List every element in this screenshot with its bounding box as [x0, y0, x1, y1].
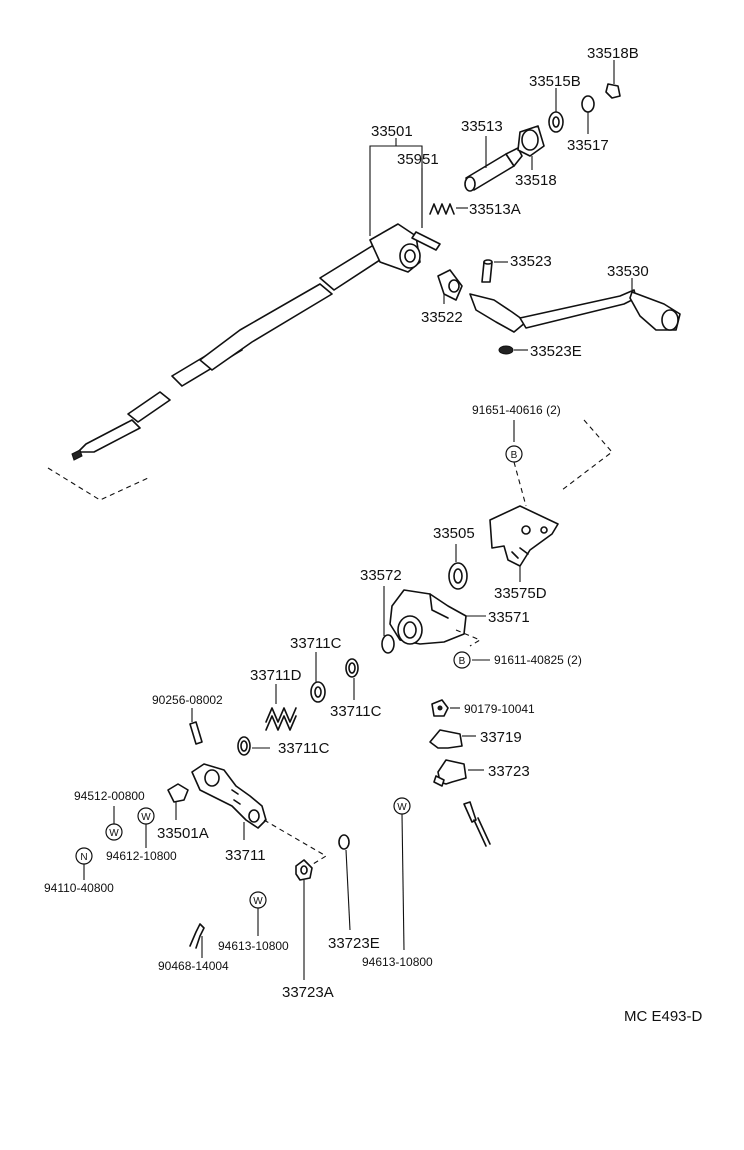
nut-symbol-94110: N [75, 847, 93, 880]
label-33513: 33513 [461, 118, 503, 135]
label-33513A: 33513A [469, 201, 521, 218]
bushing-33518 [517, 125, 545, 170]
label-33711D: 33711D [250, 667, 302, 684]
diagram-code: MC E493-D [624, 1008, 703, 1025]
label-94613-10800-a: 94613-10800 [218, 939, 289, 953]
washer-33711C-b [345, 658, 359, 700]
clevis-33522 [437, 269, 463, 304]
label-33711C-a: 33711C [290, 635, 342, 652]
label-33711: 33711 [225, 847, 266, 864]
key-35951 [411, 231, 441, 251]
label-33572: 33572 [360, 567, 402, 584]
label-33518: 33518 [515, 172, 557, 189]
svg-text:B: B [511, 450, 518, 461]
svg-text:W: W [141, 812, 151, 823]
label-33711C-c: 33711C [278, 740, 330, 757]
cotter-pin-90468 [189, 923, 205, 958]
nut-33518B [605, 60, 621, 99]
label-33571: 33571 [488, 609, 530, 626]
bushing-33505 [448, 544, 468, 590]
washer-symbol-94613-b: W [393, 797, 411, 951]
washer-33517 [581, 95, 595, 134]
label-33505: 33505 [433, 525, 475, 542]
svg-text:B: B [459, 656, 466, 667]
bushing-33723A [295, 859, 313, 980]
label-33522: 33522 [421, 309, 463, 326]
label-94110-40800: 94110-40800 [44, 881, 114, 895]
label-90256-08002: 90256-08002 [152, 693, 223, 707]
washer-33711C-c [237, 736, 270, 756]
label-91611-40825: 91611-40825 (2) [494, 653, 582, 667]
label-94612-10800: 94612-10800 [106, 849, 177, 863]
pin-33513 [464, 136, 523, 192]
shift-lever-33530 [469, 278, 681, 333]
label-33501A: 33501A [157, 825, 209, 842]
washer-symbol-94612: W [137, 807, 155, 848]
label-33523E: 33523E [530, 343, 582, 360]
svg-text:W: W [253, 896, 263, 907]
linkage-dashed [263, 819, 328, 873]
label-94613-10800-b: 94613-10800 [362, 955, 433, 969]
shaft-outline-dashed [47, 467, 149, 501]
label-33723: 33723 [488, 763, 530, 780]
spring-33513A [429, 203, 468, 215]
label-33518B: 33518B [587, 45, 639, 62]
shift-shaft [71, 223, 421, 461]
label-33723A: 33723A [282, 984, 334, 1001]
label-33719: 33719 [480, 729, 522, 746]
label-33515B: 33515B [529, 73, 581, 90]
label-90468-14004: 90468-14004 [158, 959, 229, 973]
washer-33711C-a [310, 652, 326, 703]
oring-33572 [381, 586, 395, 654]
washer-symbol-94512: W [105, 806, 123, 841]
label-33575D: 33575D [494, 585, 547, 602]
label-94512-00800: 94512-00800 [74, 789, 145, 803]
label-91651-40616: 91651-40616 (2) [472, 403, 561, 417]
cable-end [463, 801, 491, 847]
bolt-91611: B [453, 651, 490, 669]
label-33711C-b: 33711C [330, 703, 382, 720]
label-33723E: 33723E [328, 935, 380, 952]
label-33523: 33523 [510, 253, 552, 270]
label-35951: 35951 [397, 151, 439, 168]
label-33530: 33530 [607, 263, 649, 280]
lever-33711 [191, 763, 267, 840]
label-33517: 33517 [567, 137, 609, 154]
plate-33575D [489, 505, 559, 582]
pin-33523 [481, 259, 508, 283]
label-90179-10041: 90179-10041 [464, 702, 535, 716]
bushing-33501A [167, 783, 189, 820]
pin-90256 [189, 708, 203, 745]
clip-33719 [429, 729, 476, 749]
bolt-91651: B [505, 419, 613, 507]
washer-symbol-94613-a: W [249, 891, 267, 936]
housing-33571 [389, 589, 486, 647]
clip-33515B [548, 88, 564, 133]
spring-33711D [265, 684, 297, 731]
svg-text:N: N [80, 852, 87, 863]
clip-33723E [338, 834, 351, 931]
bracket-33723 [433, 759, 484, 787]
svg-text:W: W [397, 802, 407, 813]
nut-90179 [431, 699, 460, 717]
svg-text:W: W [109, 828, 119, 839]
label-33501: 33501 [371, 123, 413, 140]
clip-33523E [498, 345, 528, 355]
